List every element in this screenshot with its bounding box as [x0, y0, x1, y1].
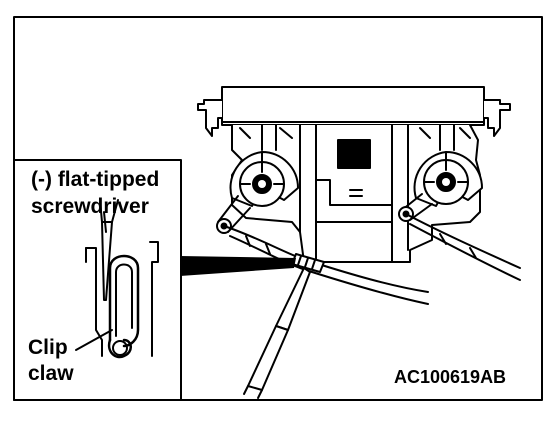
screwdriver	[243, 267, 311, 399]
left-pulley	[216, 151, 299, 234]
unit-top-cover	[197, 86, 511, 137]
detail-inset	[13, 159, 182, 401]
detail-pointer	[180, 256, 296, 276]
screwdriver-label-line-2: screwdriver	[31, 195, 149, 218]
right-pulley	[398, 151, 483, 222]
screwdriver-label-line-1: (-) flat-tipped	[31, 168, 160, 191]
clip-claw-label-line-2: claw	[28, 362, 74, 385]
figure-code: AC100619AB	[394, 367, 507, 387]
clip-claw-label-line-1: Clip	[28, 336, 68, 359]
